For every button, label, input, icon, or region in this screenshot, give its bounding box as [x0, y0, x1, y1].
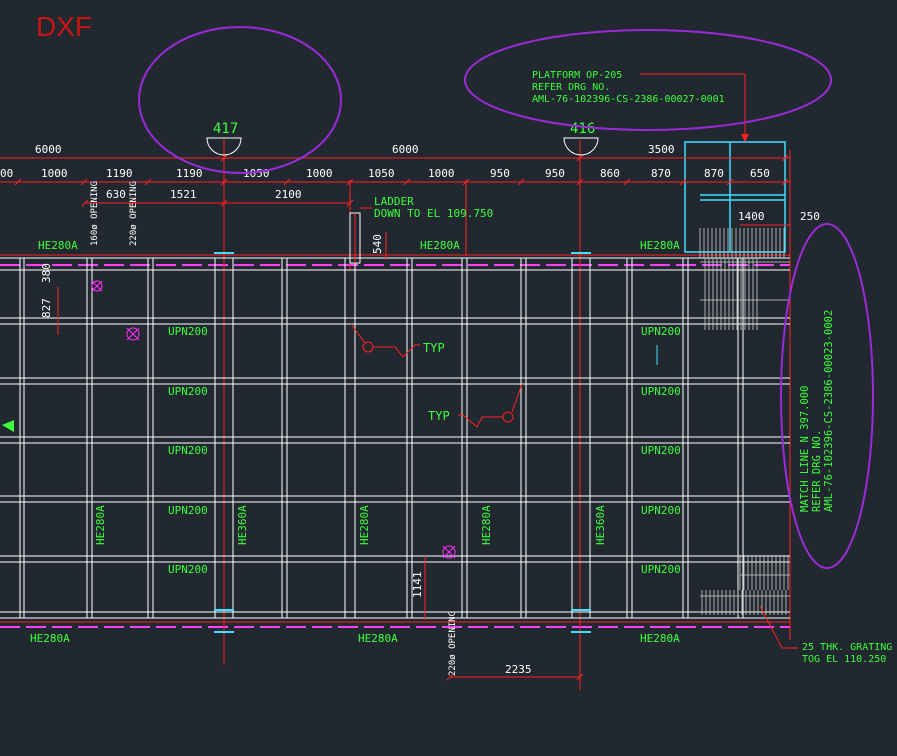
- label-he360a-v1: HE360A: [236, 505, 249, 545]
- label-typ-1: TYP: [423, 341, 445, 355]
- matchline-line3: AML-76-102396-CS-2386-00023-0002: [823, 310, 835, 512]
- label-upn-l5: UPN200: [168, 563, 208, 576]
- cloud-platform-note: [464, 29, 832, 131]
- label-upn-l4: UPN200: [168, 504, 208, 517]
- ladder-note: LADDER DOWN TO EL 109.750: [374, 195, 493, 220]
- dim-827: 827: [40, 298, 53, 318]
- member-labels: HE280A HE280A HE280A HE280A HE280A HE280…: [30, 239, 681, 645]
- dim-2-6: 1050: [368, 167, 395, 180]
- dim-2235: 2235: [505, 663, 532, 676]
- dim-top-3: 3500: [648, 143, 675, 156]
- opening-220-top: 220ø OPENING: [129, 181, 139, 246]
- dim-540: 540: [371, 234, 384, 254]
- label-he280a-v2: HE280A: [358, 505, 371, 545]
- dim-2-0: 00: [0, 167, 13, 180]
- ladder[interactable]: [349, 207, 372, 264]
- dimension-lines: [0, 157, 790, 678]
- dim-3-3: 1400: [738, 210, 765, 223]
- platform-leader: [640, 73, 746, 140]
- dim-top-2: 6000: [392, 143, 419, 156]
- grating-leader: [759, 605, 798, 649]
- dim-2-11: 870: [651, 167, 671, 180]
- dim-2-13: 650: [750, 167, 770, 180]
- label-upn-l3: UPN200: [168, 444, 208, 457]
- grid-label-416: 416: [570, 121, 595, 137]
- grating-note-line1: 25 THK. GRATING: [802, 642, 892, 653]
- dim-2-8: 950: [490, 167, 510, 180]
- column-markers: [214, 141, 786, 633]
- platform-note: PLATFORM OP-205 REFER DRG NO. AML-76-102…: [532, 70, 725, 105]
- dxf-watermark: DXF: [36, 11, 92, 42]
- dimension-ticks: [14, 154, 789, 681]
- opening-160: 160ø OPENING: [90, 181, 100, 246]
- grid-bubble-417[interactable]: 417: [206, 121, 242, 156]
- weld-symbols: [350, 323, 523, 428]
- grid-label-417: 417: [213, 121, 238, 137]
- opening-labels: 160ø OPENING 220ø OPENING 220ø OPENING: [90, 181, 458, 676]
- dim-380: 380: [40, 263, 53, 283]
- grating-note: 25 THK. GRATING TOG EL 110.250: [802, 642, 892, 665]
- matchline-line2: REFER DRG NO.: [811, 430, 823, 512]
- label-typ-2: TYP: [428, 409, 450, 423]
- dim-2-12: 870: [704, 167, 724, 180]
- label-upn-r3: UPN200: [641, 444, 681, 457]
- label-upn-l1: UPN200: [168, 325, 208, 338]
- label-he280a-v1: HE280A: [94, 505, 107, 545]
- platform-note-line3: AML-76-102396-CS-2386-00027-0001: [532, 94, 725, 105]
- grid-lines: [0, 140, 791, 690]
- dimension-texts: 6000 6000 3500 00 1000 1190 1190 1050 10…: [0, 143, 820, 676]
- grid-bubble-416[interactable]: 416: [563, 121, 599, 156]
- label-he280a-top-1: HE280A: [38, 239, 78, 252]
- ladder-note-line1: LADDER: [374, 195, 414, 208]
- dim-1141: 1141: [411, 572, 424, 599]
- dim-3-0: 630: [106, 188, 126, 201]
- grating-note-line2: TOG EL 110.250: [802, 654, 886, 665]
- revision-clouds: [138, 26, 874, 569]
- label-upn-r1: UPN200: [641, 325, 681, 338]
- dim-2-1: 1000: [41, 167, 68, 180]
- opening-220-bottom: 220ø OPENING: [448, 611, 458, 676]
- opening-markers: [91, 280, 456, 559]
- label-upn-r2: UPN200: [641, 385, 681, 398]
- beam-grid: [0, 257, 790, 619]
- matchline-line1: MATCH LINE N 397.000: [799, 386, 811, 512]
- label-he280a-bot-2: HE280A: [358, 632, 398, 645]
- label-he280a-bot-1: HE280A: [30, 632, 70, 645]
- label-upn-r5: UPN200: [641, 563, 681, 576]
- dim-3-2: 2100: [275, 188, 302, 201]
- label-he280a-top-3: HE280A: [640, 239, 680, 252]
- label-he280a-bot-3: HE280A: [640, 632, 680, 645]
- label-he280a-v3: HE280A: [480, 505, 493, 545]
- platform-note-line2: REFER DRG NO.: [532, 82, 610, 93]
- section-arrow-icon: [2, 420, 14, 432]
- dim-3-1: 1521: [170, 188, 197, 201]
- platform-note-line1: PLATFORM OP-205: [532, 70, 622, 81]
- grating-hatch: [699, 228, 790, 615]
- dim-2-5: 1000: [306, 167, 333, 180]
- dim-3-4: 250: [800, 210, 820, 223]
- label-he360a-v2: HE360A: [594, 505, 607, 545]
- label-upn-l2: UPN200: [168, 385, 208, 398]
- dim-2-2: 1190: [106, 167, 133, 180]
- matchline-note: MATCH LINE N 397.000 REFER DRG NO. AML-7…: [799, 310, 835, 512]
- dim-2-7: 1000: [428, 167, 455, 180]
- dim-2-3: 1190: [176, 167, 203, 180]
- dim-top-1: 6000: [35, 143, 62, 156]
- dim-2-10: 860: [600, 167, 620, 180]
- label-he280a-top-2: HE280A: [420, 239, 460, 252]
- cloud-grid-417: [138, 26, 342, 174]
- label-upn-r4: UPN200: [641, 504, 681, 517]
- cloud-matchline: [780, 223, 874, 569]
- platform-leader-arrow-icon: [741, 134, 749, 142]
- ladder-note-line2: DOWN TO EL 109.750: [374, 207, 493, 220]
- dim-2-9: 950: [545, 167, 565, 180]
